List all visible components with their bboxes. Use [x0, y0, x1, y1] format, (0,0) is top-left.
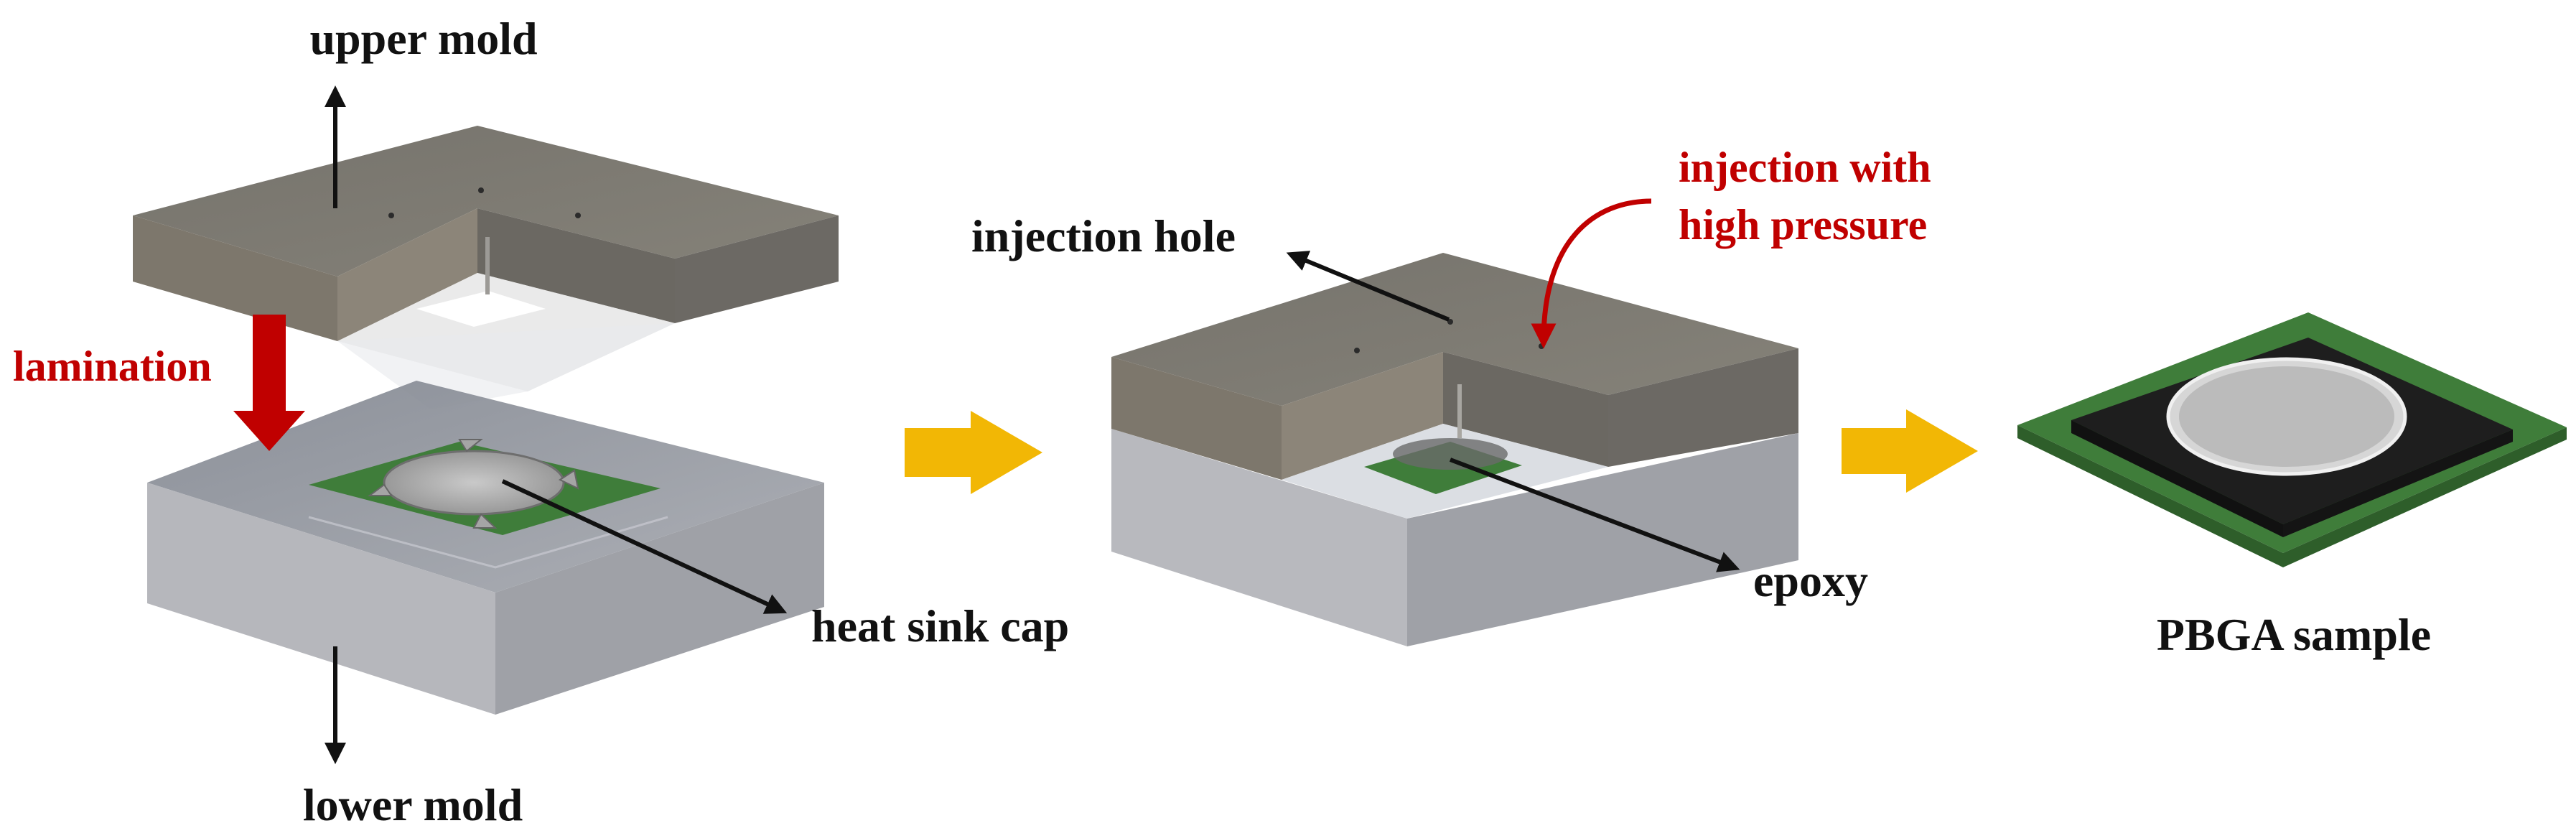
pbga-sample-label: PBGA sample	[2157, 609, 2431, 660]
pbga-sample	[2017, 312, 2567, 567]
process-arrow-icon	[905, 411, 1042, 494]
lower-mold	[147, 381, 824, 715]
upper-mold-label: upper mold	[309, 13, 537, 64]
injection-hole-pointer	[1286, 251, 1450, 322]
injection-pressure-arrow	[1531, 198, 1652, 349]
heat-sink-cap	[368, 439, 579, 529]
lamination-arrow-icon	[233, 315, 305, 451]
injection-pressure-label-line2: high pressure	[1679, 201, 1927, 249]
heat-sink-cap-label: heat sink cap	[811, 600, 1069, 651]
injection-hole-label: injection hole	[971, 210, 1236, 261]
epoxy-pointer	[1449, 458, 1740, 572]
epoxy-label: epoxy	[1753, 555, 1868, 606]
closed-mold	[1111, 253, 1798, 646]
process-arrow-icon	[1842, 409, 1978, 493]
heat-sink-pointer	[501, 479, 788, 614]
lamination-label: lamination	[13, 343, 212, 390]
injection-pressure-label-line1: injection with	[1679, 144, 1931, 191]
lower-mold-label: lower mold	[303, 779, 523, 830]
